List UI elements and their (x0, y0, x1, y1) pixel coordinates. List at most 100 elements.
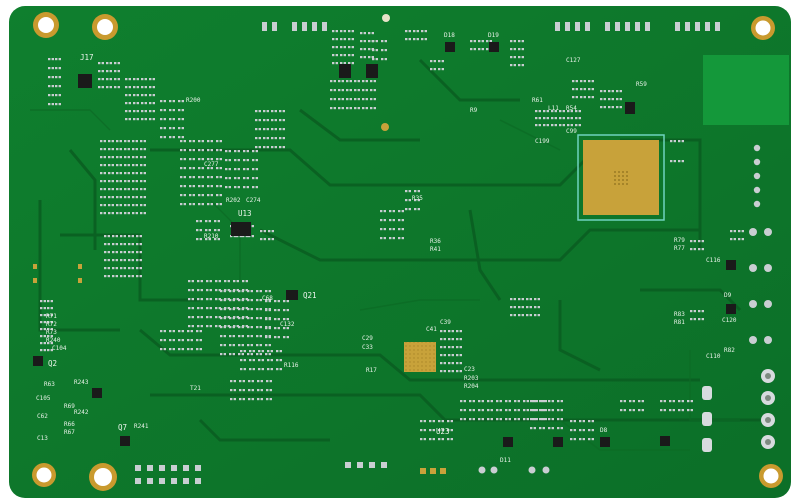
smd-pad (190, 339, 193, 342)
smd-pad (546, 110, 549, 113)
smd-pad (348, 62, 351, 65)
smd-pad (188, 316, 191, 319)
smd-pad (548, 427, 551, 430)
smd-pad (481, 48, 484, 51)
smd-pad (225, 177, 228, 180)
smd-pad (620, 409, 623, 412)
smd-pad (698, 240, 701, 243)
smd-pad (255, 177, 258, 180)
smd-pad (136, 251, 139, 254)
smd-pad (274, 336, 277, 339)
smd-pad (209, 298, 212, 301)
smd-pad (539, 427, 542, 430)
smd-pad (236, 235, 239, 238)
smd-pad (510, 64, 513, 67)
smd-pad (690, 248, 693, 251)
smd-pad (433, 68, 436, 71)
smd-pad (242, 235, 245, 238)
smd-pad (160, 330, 163, 333)
smd-pad (140, 172, 143, 175)
smd-pad (108, 172, 111, 175)
smd-pad (111, 188, 114, 191)
smd-pad (357, 107, 360, 110)
smd-pad (180, 140, 183, 143)
smd-pad (496, 418, 499, 421)
label-c105: C105 (36, 395, 51, 402)
smd-pad (557, 427, 560, 430)
smd-pad (48, 85, 51, 88)
smd-pad (112, 235, 115, 238)
smd-pad (172, 100, 175, 103)
smd-pad (383, 237, 386, 240)
smd-pad (530, 409, 533, 412)
smd-pad (693, 248, 696, 251)
smd-pad (215, 316, 218, 319)
smd-pad (441, 420, 444, 423)
smd-pad (149, 102, 152, 105)
smd-pad (401, 219, 404, 222)
label-r35: R35 (412, 195, 423, 202)
smd-pad (533, 409, 536, 412)
smd-pad (58, 103, 61, 106)
smd-pad (124, 164, 127, 167)
smd-pad (103, 148, 106, 151)
smd-pad (103, 172, 106, 175)
smd-pad (268, 344, 271, 347)
smd-pad (144, 78, 147, 81)
smd-pad (487, 418, 490, 421)
smd-pad (50, 335, 53, 338)
smd-pad (256, 344, 259, 347)
smd-pad (243, 350, 246, 353)
smd-pad (139, 275, 142, 278)
smd-pad (523, 409, 526, 412)
smd-pad (236, 307, 239, 310)
smd-pad (286, 318, 289, 321)
smd-pad (533, 418, 536, 421)
smd-pad (554, 110, 557, 113)
smd-pad (687, 409, 690, 412)
smd-pad (384, 58, 387, 61)
smd-pad (537, 314, 540, 317)
smd-pad (169, 330, 172, 333)
label-c116: C116 (706, 257, 721, 264)
smd-pad (169, 136, 172, 139)
smd-pad (265, 318, 268, 321)
smd-pad (440, 354, 443, 357)
smd-pad (513, 314, 516, 317)
smd-pad (274, 128, 277, 131)
label-r81: R81 (674, 319, 685, 326)
smd-pad (51, 67, 54, 70)
smd-pad (101, 78, 104, 81)
smd-pad (383, 210, 386, 213)
smd-pad (123, 259, 126, 262)
smd-pad (510, 40, 513, 43)
smd-pad (270, 368, 273, 371)
smd-pad (517, 409, 520, 412)
smd-pad (238, 290, 241, 293)
smd-pad (669, 409, 672, 412)
smd-pad (243, 168, 246, 171)
smd-pad (375, 40, 378, 43)
copper-plane (703, 55, 789, 125)
smd-pad (229, 326, 232, 329)
smd-pad (108, 196, 111, 199)
smd-pad (227, 298, 230, 301)
smd-pad (242, 280, 245, 283)
smd-pad (252, 150, 255, 153)
label-l11: L11 (548, 105, 559, 112)
smd-pad (669, 400, 672, 403)
smd-pad (513, 298, 516, 301)
smd-pad (335, 46, 338, 49)
smd-pad (210, 167, 213, 170)
smd-pad (537, 306, 540, 309)
smd-pad (567, 117, 570, 120)
smd-pad (469, 418, 472, 421)
smd-pad (463, 418, 466, 421)
smd-pad (572, 88, 575, 91)
smd-pad (459, 346, 462, 349)
label-r63: R63 (44, 381, 55, 388)
smd-pad (701, 240, 704, 243)
smd-pad (268, 327, 271, 330)
smd-pad (423, 420, 426, 423)
smd-pad (209, 280, 212, 283)
